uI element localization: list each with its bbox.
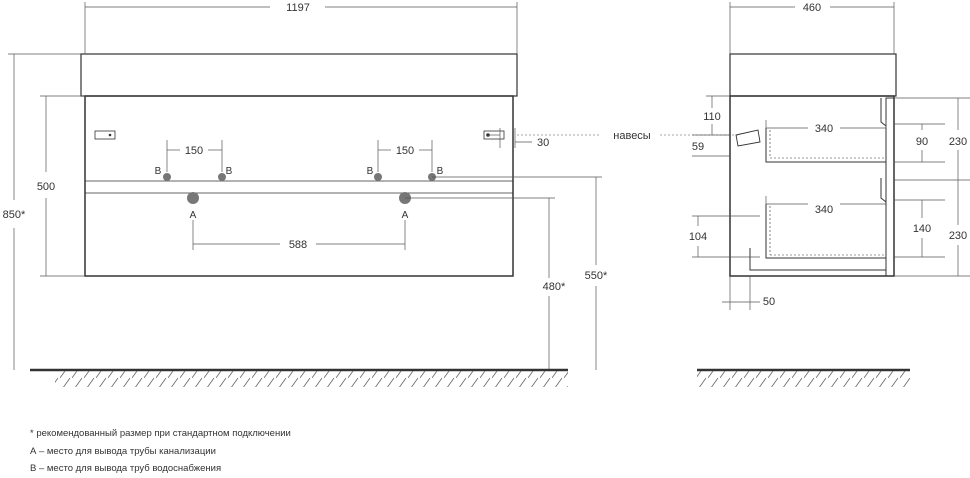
note-b: В – место для вывода труб водоснабжения bbox=[30, 463, 222, 474]
dim-30: 30 bbox=[537, 137, 549, 149]
pipe-b-3 bbox=[374, 173, 382, 181]
dim-550: 550* bbox=[585, 270, 608, 282]
floor-side-hatch bbox=[697, 371, 910, 387]
hinge-left-dot bbox=[108, 133, 112, 137]
dim-340-top: 340 bbox=[815, 123, 833, 135]
dim-50: 50 bbox=[763, 296, 775, 308]
front-basin bbox=[80, 53, 518, 97]
dim-104: 104 bbox=[689, 231, 707, 243]
dim-140: 140 bbox=[913, 223, 931, 235]
side-dimensions bbox=[692, 2, 970, 310]
pipe-outlets bbox=[163, 173, 436, 204]
drawer-top bbox=[765, 128, 886, 163]
side-door bbox=[885, 97, 895, 277]
side-cabinet bbox=[729, 95, 895, 277]
dim-150-left: 150 bbox=[185, 145, 203, 157]
dim-480: 480* bbox=[543, 281, 566, 293]
label-b-1: B bbox=[155, 166, 162, 177]
side-view bbox=[729, 53, 897, 277]
siphon-cutout bbox=[749, 248, 886, 271]
dim-500: 500 bbox=[37, 181, 55, 193]
dim-588: 588 bbox=[289, 239, 307, 251]
note-recommended: * рекомендованный размер при стандартном… bbox=[30, 428, 291, 439]
dim-150-right: 150 bbox=[396, 145, 414, 157]
dim-850: 850* bbox=[3, 209, 26, 221]
pipe-b-2 bbox=[218, 173, 226, 181]
drawer-bottom bbox=[765, 204, 886, 259]
front-cabinet bbox=[84, 95, 514, 277]
side-hinge bbox=[735, 129, 761, 147]
hinge-callout-text: навесы bbox=[613, 130, 651, 142]
pipe-a-1 bbox=[187, 192, 199, 204]
hinge-left bbox=[94, 130, 116, 140]
dim-59: 59 bbox=[692, 141, 704, 153]
dim-230-bottom: 230 bbox=[949, 230, 967, 242]
side-labels: 460 110 59 340 340 104 50 90 140 230 230 bbox=[689, 2, 967, 308]
dim-230-top: 230 bbox=[949, 136, 967, 148]
label-b-3: B bbox=[367, 166, 374, 177]
side-basin bbox=[729, 53, 897, 97]
note-a: А – место для вывода трубы канализации bbox=[30, 445, 216, 457]
label-b-2: B bbox=[226, 166, 233, 177]
handle-bottom bbox=[880, 178, 887, 203]
pipe-b-1 bbox=[163, 173, 171, 181]
front-labels: 1197 850* 500 150 150 588 480* 550* 30 B… bbox=[3, 2, 651, 293]
footnotes: * рекомендованный размер при стандартном… bbox=[30, 425, 291, 478]
dim-1197: 1197 bbox=[286, 2, 310, 14]
front-view bbox=[80, 53, 518, 277]
dim-110: 110 bbox=[703, 111, 721, 123]
dim-340-bottom: 340 bbox=[815, 204, 833, 216]
dim-460: 460 bbox=[803, 2, 821, 14]
dim-90: 90 bbox=[916, 136, 928, 148]
front-dimensions bbox=[8, 2, 602, 370]
handle-top bbox=[880, 98, 887, 127]
label-b-4: B bbox=[437, 166, 444, 177]
hinge-right bbox=[483, 130, 505, 140]
floor-front-hatch bbox=[55, 371, 568, 387]
label-a-1: A bbox=[190, 210, 197, 221]
label-a-2: A bbox=[402, 210, 409, 221]
